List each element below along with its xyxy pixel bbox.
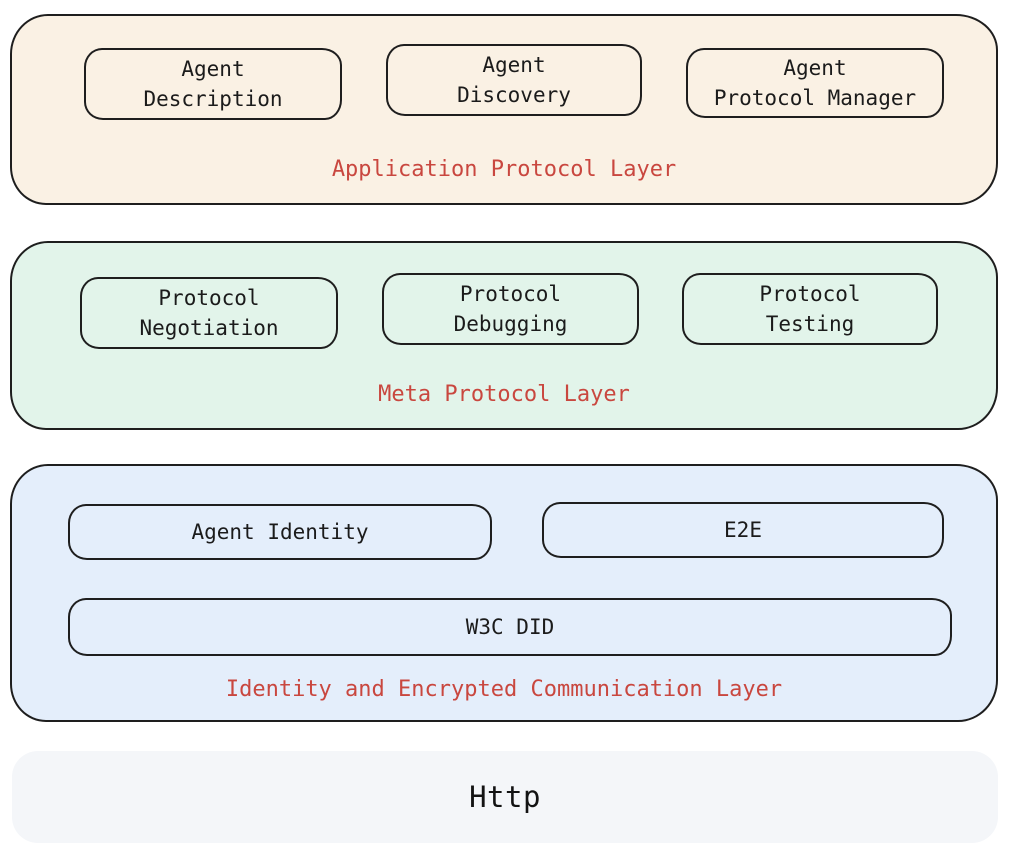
node-label: Agent Description [143, 56, 283, 111]
layer-meta-protocol: Protocol Negotiation Protocol Debugging … [10, 241, 998, 430]
node-e2e: E2E [542, 502, 944, 558]
node-protocol-negotiation: Protocol Negotiation [80, 277, 338, 349]
layer-label-meta-protocol: Meta Protocol Layer [378, 382, 630, 407]
node-protocol-testing: Protocol Testing [682, 273, 938, 345]
node-protocol-debugging: Protocol Debugging [382, 273, 639, 345]
layer-http: Http [12, 751, 998, 843]
node-agent-discovery: Agent Discovery [386, 44, 642, 116]
node-label: Agent Identity [191, 519, 369, 544]
node-label: Protocol Negotiation [139, 285, 279, 340]
layer-label-application-protocol: Application Protocol Layer [331, 157, 677, 182]
layer-identity-encrypted-communication: Agent Identity E2E W3C DID Identity and … [10, 464, 998, 722]
layer-application-protocol: Agent Description Agent Discovery Agent … [10, 14, 998, 205]
node-label: Protocol Debugging [453, 281, 568, 336]
layer-label-identity-encrypted-communication: Identity and Encrypted Communication Lay… [225, 677, 783, 702]
node-label: Agent Protocol Manager [713, 55, 917, 110]
node-label: E2E [724, 517, 762, 542]
node-label: W3C DID [465, 614, 555, 639]
http-label: Http [469, 780, 541, 814]
node-label: Agent Discovery [457, 52, 571, 107]
node-agent-description: Agent Description [84, 48, 342, 120]
node-label: Protocol Testing [759, 281, 861, 336]
node-w3c-did: W3C DID [68, 598, 952, 656]
node-agent-identity: Agent Identity [68, 504, 492, 560]
node-agent-protocol-manager: Agent Protocol Manager [686, 48, 944, 118]
